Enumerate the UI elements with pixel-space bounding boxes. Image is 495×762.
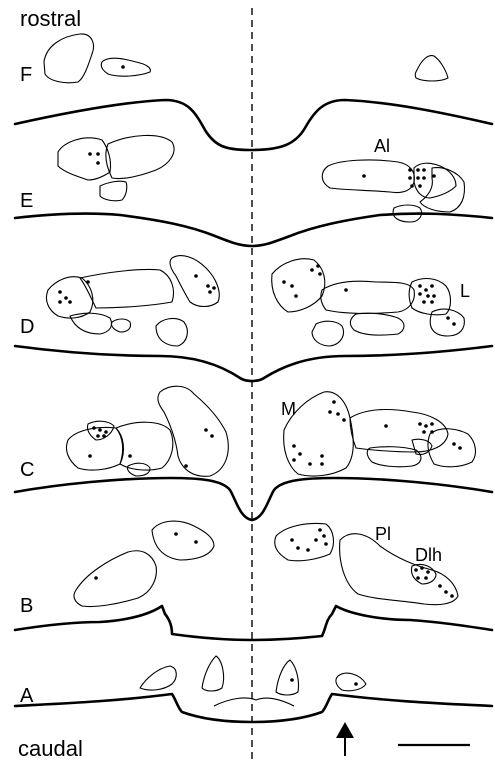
caudal-label: caudal — [18, 736, 83, 761]
section-a-ventral-edge — [15, 694, 492, 722]
nucleus-e-left-1 — [58, 138, 111, 180]
nucleus-d-left-4 — [70, 313, 112, 334]
nucleus-e-right-2 — [414, 163, 456, 198]
region-label-m: M — [281, 399, 296, 419]
section-letter-d: D — [20, 316, 34, 338]
section-letter-a: A — [20, 685, 34, 707]
nucleus-a-3 — [276, 660, 299, 695]
section-letter-e: E — [20, 190, 33, 212]
section-e-ventral-edge — [15, 214, 492, 246]
nucleus-c-left-5 — [158, 386, 228, 476]
section-letter-c: C — [20, 459, 34, 481]
nucleus-a-2 — [202, 656, 224, 691]
nucleus-f-mid — [101, 58, 150, 76]
nucleus-d-right-5 — [350, 313, 404, 335]
region-label-al: Al — [374, 136, 390, 156]
nucleus-f-right — [415, 56, 448, 81]
nucleus-c-left-2 — [116, 422, 173, 470]
section-letter-b: B — [20, 595, 33, 617]
section-c-ventral-edge — [15, 478, 492, 520]
nucleus-e-right-1 — [322, 160, 414, 193]
nucleus-c-left-1 — [66, 428, 123, 471]
nucleus-d-right-2 — [321, 281, 415, 313]
nucleus-c-right-4 — [428, 429, 476, 467]
nucleus-d-left-1 — [46, 277, 92, 318]
section-b-ventral-edge — [15, 606, 492, 640]
nucleus-d-left-5 — [111, 319, 130, 332]
nucleus-f-left — [44, 34, 94, 83]
section-e — [15, 135, 492, 246]
nucleus-a-floor — [214, 698, 294, 706]
nucleus-b-left-2 — [152, 521, 214, 560]
section-f — [15, 34, 492, 150]
region-label-pl: Pl — [375, 524, 391, 544]
section-b — [15, 521, 492, 640]
nucleus-b-right-1 — [275, 524, 334, 561]
region-label-dlh: Dlh — [415, 545, 442, 565]
section-d-ventral-edge — [15, 346, 492, 381]
nucleus-c-right-3 — [367, 447, 421, 467]
nucleus-d-left-3 — [170, 256, 219, 307]
rostral-label: rostral — [20, 6, 81, 31]
nucleus-e-right-3 — [420, 168, 464, 212]
section-letter-f: F — [20, 64, 32, 86]
up-arrow-icon — [336, 722, 354, 756]
section-d — [15, 256, 492, 381]
nucleus-e-left-3 — [100, 181, 127, 201]
nucleus-e-left-2 — [106, 135, 174, 178]
nucleus-d-left-6 — [156, 319, 187, 346]
section-a — [15, 656, 492, 722]
nucleus-a-1 — [140, 666, 176, 690]
section-f-ventral-edge — [15, 100, 492, 150]
nucleus-d-right-6 — [312, 321, 344, 346]
nucleus-c-right-2 — [350, 410, 448, 452]
nucleus-a-4 — [336, 673, 366, 691]
region-label-l: L — [460, 281, 470, 301]
nucleus-b-left-1 — [74, 551, 156, 607]
section-c — [15, 386, 492, 520]
nucleus-d-left-2 — [80, 269, 174, 308]
